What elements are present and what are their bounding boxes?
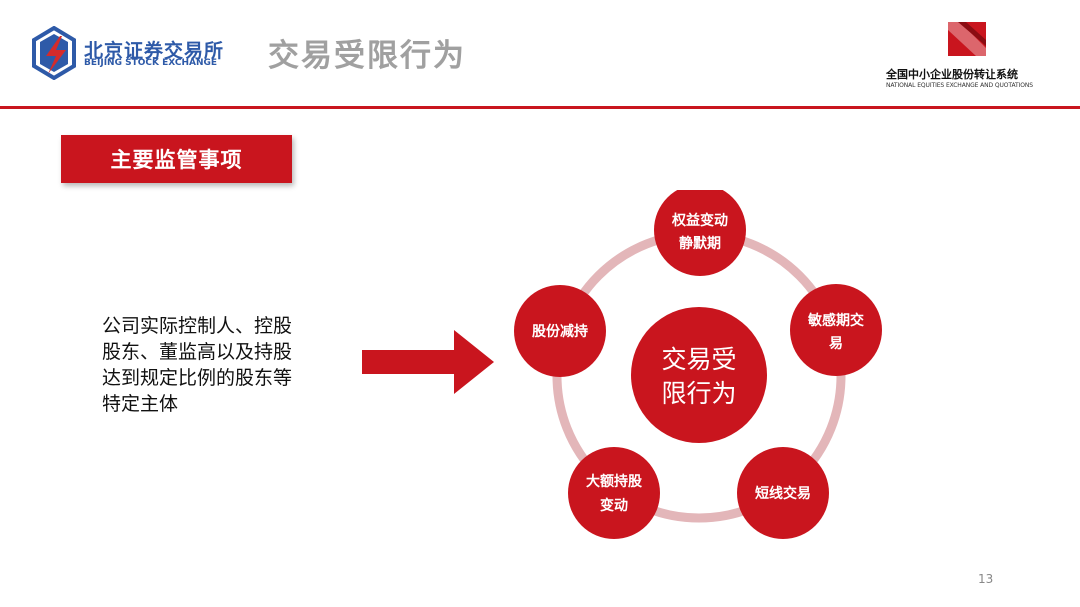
node-label-line: 股份减持: [532, 323, 588, 340]
header-divider: [0, 106, 1080, 109]
node-label-line: 敏感期交: [807, 312, 864, 329]
node-label-line: 静默期: [679, 235, 721, 252]
center-node: 交易受 限行为: [631, 307, 767, 443]
neeq-logo-name-cn: 全国中小企业股份转让系统: [886, 68, 1018, 81]
subject-line: 公司实际控制人、控股: [102, 315, 293, 337]
node-label-line: 变动: [600, 497, 628, 514]
center-node-line: 交易受: [661, 345, 736, 374]
neeq-logo-icon: [948, 22, 986, 56]
node-label-line: 短线交易: [755, 485, 811, 502]
node-equity-change-quiet-period: 权益变动 静默期: [654, 190, 746, 276]
node-label-line: 权益变动: [671, 212, 728, 229]
section-tag: 主要监管事项: [61, 135, 292, 183]
right-arrow-icon: [362, 330, 494, 394]
node-label-line: 易: [829, 336, 843, 352]
neeq-logo-name-en: NATIONAL EQUITIES EXCHANGE AND QUOTATION…: [886, 82, 1033, 89]
restricted-trading-cycle-diagram: 交易受 限行为 权益变动 静默期 敏感期交 易 短线交易 大额持股 变动 股份减…: [514, 190, 882, 539]
page-number: 13: [978, 572, 994, 586]
node-label-line: 大额持股: [586, 473, 643, 490]
bse-logo-name-en: BEIJING STOCK EXCHANGE: [84, 58, 218, 68]
bse-logo-name-cn: 北京证券交易所: [84, 40, 225, 62]
subject-line: 特定主体: [102, 393, 179, 415]
bse-logo-icon: [32, 26, 76, 80]
subject-line: 股东、董监高以及持股: [102, 341, 293, 363]
center-node-line: 限行为: [661, 379, 736, 408]
node-large-holding-change: 大额持股 变动: [568, 447, 660, 539]
subject-line: 达到规定比例的股东等: [102, 367, 293, 389]
node-short-swing-trading: 短线交易: [737, 447, 829, 539]
node-share-reduction: 股份减持: [514, 285, 606, 377]
slide-title: 交易受限行为: [268, 38, 466, 74]
subject-description: 公司实际控制人、控股 股东、董监高以及持股 达到规定比例的股东等 特定主体: [102, 313, 342, 417]
node-sensitive-period-trading: 敏感期交 易: [790, 284, 882, 376]
